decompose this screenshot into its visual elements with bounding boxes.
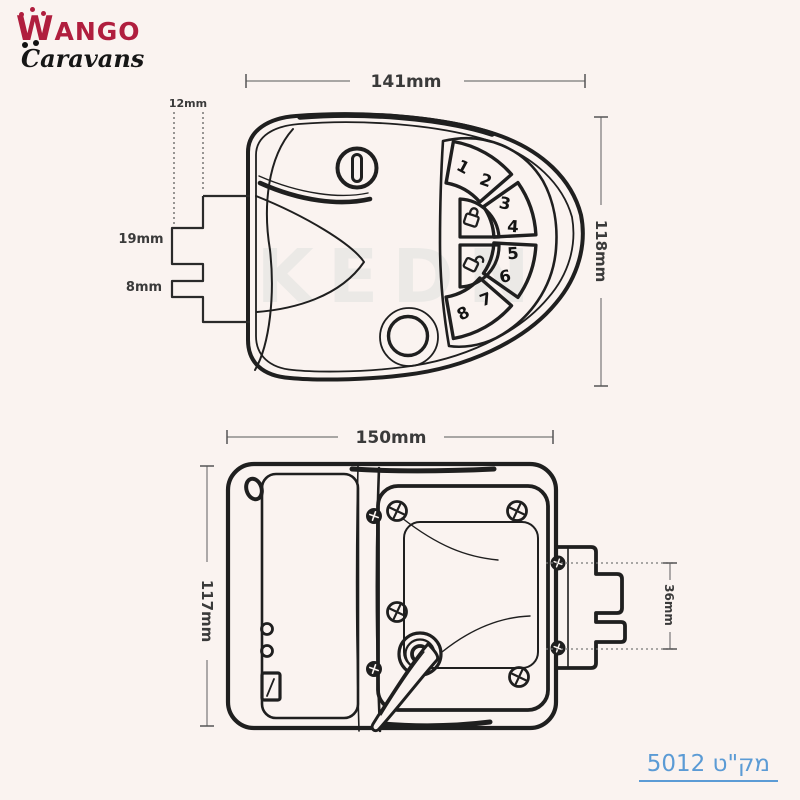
crown-icon — [19, 8, 51, 17]
mechanism-plate — [376, 484, 550, 712]
keypad — [444, 139, 538, 341]
handle-paddle-curve — [254, 128, 294, 371]
front-view-drawing — [246, 112, 585, 382]
back-dimensions — [200, 430, 677, 727]
tab-extension-dotted-lines — [173, 112, 204, 226]
latch-lever — [370, 642, 440, 733]
tab-top-dim: 12mm — [169, 97, 207, 110]
lock-cell — [458, 197, 501, 239]
back-view-drawing — [225, 461, 627, 733]
front-width-dim: 141mm — [371, 72, 442, 92]
key-cell-1-2 — [444, 139, 514, 204]
panda-ears-icon — [22, 42, 28, 48]
mounting-tab-profile — [170, 194, 250, 324]
mechanism-subpanel — [403, 521, 539, 669]
open-padlock-icon — [462, 255, 485, 273]
striker-bracket — [554, 545, 627, 670]
tab-bottom-dim: 8mm — [126, 280, 162, 295]
tab-middle-dim: 19mm — [118, 232, 163, 247]
screw-icon — [386, 500, 530, 688]
unlock-cell — [458, 243, 501, 289]
closed-padlock-icon — [462, 207, 480, 228]
key-label-1: 1 — [453, 156, 472, 178]
back-body-outline — [225, 461, 559, 731]
back-height-dim: 117mm — [198, 580, 216, 643]
key-label-2: 2 — [477, 170, 494, 192]
key-cell-5-6 — [481, 241, 538, 300]
back-left-panel — [260, 472, 360, 720]
key-cell-3-4 — [481, 180, 538, 239]
key-label-4: 4 — [507, 217, 520, 237]
key-label-3: 3 — [497, 193, 512, 214]
handle-wave-curve — [255, 195, 365, 313]
slot-feature — [260, 671, 282, 702]
front-height-dim: 118mm — [592, 220, 610, 283]
brand-name-primary: WANGO — [16, 9, 141, 49]
key-label-5: 5 — [507, 244, 520, 264]
front-dimensions — [245, 74, 608, 387]
key-cell-7-8 — [444, 276, 514, 341]
sku-link[interactable]: מק"ט 5012 — [638, 751, 778, 782]
brand-logo: WANGO Caravans — [16, 12, 144, 72]
indicator-holes — [260, 622, 274, 658]
bracket-height-dim: 36mm — [662, 584, 676, 626]
keypad-bezel — [438, 136, 558, 349]
key-label-6: 6 — [498, 266, 513, 287]
key-cylinder — [335, 146, 379, 190]
push-button — [379, 307, 439, 367]
case-seam-line — [355, 465, 360, 732]
back-width-dim: 150mm — [356, 428, 427, 448]
dark-screw-icon — [366, 508, 566, 677]
brand-name-secondary: Caravans — [21, 44, 145, 73]
